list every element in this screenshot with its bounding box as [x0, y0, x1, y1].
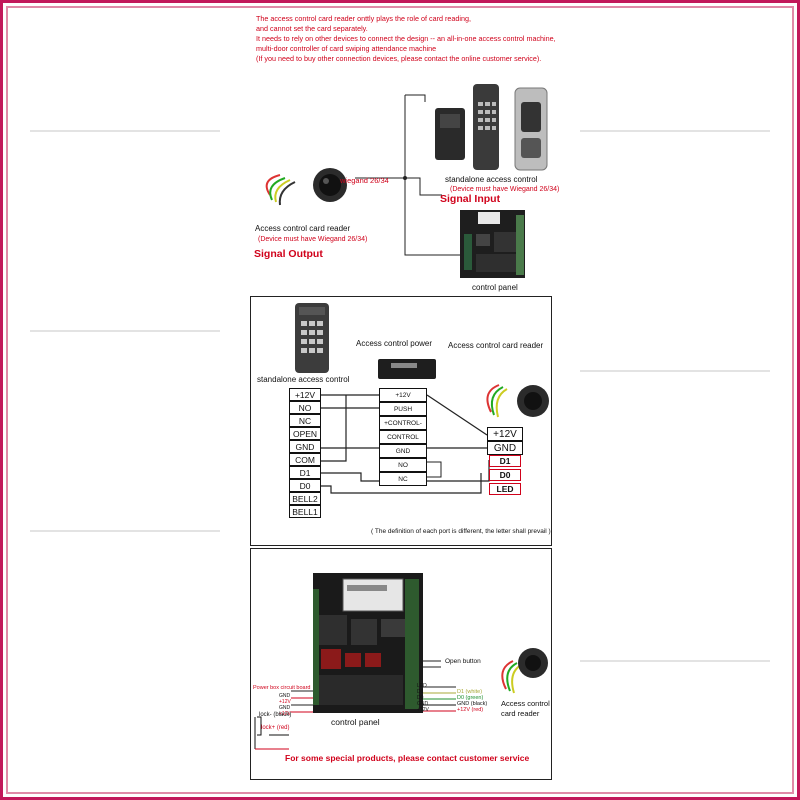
reader-wire-gnd: GND (black) — [457, 701, 488, 707]
reader-terminal-gnd: GND — [487, 441, 523, 455]
power-box-pin-1: GND — [279, 693, 291, 699]
standalone-terminal-com: COM — [289, 453, 321, 466]
lock-black-label: lock- (black) — [259, 712, 292, 718]
signal-output-label: Signal Output — [254, 248, 323, 260]
note-line-1: The access control card reader onttly pl… — [256, 14, 471, 23]
card-reader-image-3 — [501, 648, 548, 694]
control-panel-label: control panel — [472, 283, 518, 292]
lock-red-label: lock+ (red) — [261, 725, 290, 731]
panel-pin-led: LED — [417, 683, 427, 689]
power-terminal-gnd: GND — [379, 444, 427, 458]
port-definition-note: ( The definition of each port is differe… — [371, 528, 551, 535]
standalone-terminal-bell2: BELL2 — [289, 492, 321, 505]
standalone-sublabel: (Device must have Wiegand 26/34) — [450, 186, 560, 193]
standalone-terminal-12v: +12V — [289, 388, 321, 401]
card-reader-image-2 — [486, 384, 549, 418]
watermark-bar — [580, 130, 770, 132]
standalone-terminal-gnd: GND — [289, 440, 321, 453]
power-wiring-panel: Access control power Access control card… — [250, 296, 552, 546]
power-box-pin-2: +12V — [279, 699, 291, 705]
standalone-terminal-open: OPEN — [289, 427, 321, 440]
reader-sublabel: (Device must have Wiegand 26/34) — [258, 236, 368, 243]
power-terminal-no: NO — [379, 458, 427, 472]
standalone-terminal-no: NO — [289, 401, 321, 414]
controller-board-image — [313, 573, 423, 713]
power-terminal-12v: +12V — [379, 388, 427, 402]
control-panel-board-image — [460, 210, 525, 278]
inner-frame — [6, 6, 794, 794]
power-box-image — [378, 359, 436, 379]
wiegand-overview-panel: The access control card reader onttly pl… — [250, 10, 559, 295]
controller-wiring-panel: Power box circuit board GND +12V GND +12… — [250, 548, 552, 780]
power-box-pin-4: +12V — [279, 711, 291, 717]
middle-wiring-svg — [295, 303, 549, 494]
reader-wire-12v: +12V (red) — [457, 707, 484, 713]
panel-pin-d1: D1 — [417, 689, 424, 695]
bottom-wiring-svg — [254, 573, 548, 750]
standalone-terminal-nc: NC — [289, 414, 321, 427]
footer-note: For some special products, please contac… — [285, 753, 530, 763]
panel-pin-gnd: GND — [417, 701, 429, 707]
note-line-4: multi-door controller of card swiping at… — [256, 44, 437, 53]
power-terminal-nc: NC — [379, 472, 427, 486]
wiegand-label: wiegand 26/34 — [340, 176, 389, 185]
watermark-bar — [30, 130, 220, 132]
panel-pin-d0: D0 — [417, 695, 424, 701]
power-box-pin-3: GND — [279, 705, 291, 711]
power-label: Access control power — [356, 339, 433, 348]
standalone-terminal-d0: D0 — [289, 479, 321, 492]
standalone-devices-image — [435, 84, 548, 171]
reader-terminal-d1: D1 — [489, 455, 521, 467]
power-terminal-control-pm: +CONTROL- — [379, 416, 427, 430]
note-line-5: (If you need to buy other connection dev… — [256, 54, 542, 63]
top-wiring-svg — [265, 84, 548, 278]
watermark-bar — [30, 530, 220, 532]
watermark-bar — [580, 660, 770, 662]
reader-terminal-led: LED — [489, 483, 521, 495]
standalone-terminal-d1: D1 — [289, 466, 321, 479]
reader-label-bottom: Access control card reader — [501, 699, 550, 718]
reader-wire-d0: D0 (green) — [457, 695, 484, 701]
signal-input-label: Signal Input — [440, 193, 501, 205]
power-box-label: Power box circuit board — [253, 685, 311, 691]
watermark-bar — [30, 330, 220, 332]
reader-label-middle: Access control card reader — [448, 341, 544, 350]
control-panel-label-bottom: control panel — [331, 717, 380, 727]
standalone-label-middle: standalone access control — [257, 375, 350, 384]
watermark-bar — [580, 370, 770, 372]
standalone-label: standalone access control — [445, 175, 538, 184]
power-terminal-push: PUSH — [379, 402, 427, 416]
standalone-keypad-image — [295, 303, 329, 373]
panel-pin-12v: +12V — [417, 707, 429, 713]
note-line-3: It needs to rely on other devices to con… — [256, 34, 556, 43]
reader-label: Access control card reader — [255, 224, 351, 233]
power-terminal-control: CONTROL — [379, 430, 427, 444]
reader-terminal-d0: D0 — [489, 469, 521, 481]
card-reader-image — [265, 168, 347, 206]
reader-wire-d1: D1 (white) — [457, 689, 483, 695]
standalone-terminal-bell1: BELL1 — [289, 505, 321, 518]
note-line-2: and cannot set the card separately. — [256, 24, 368, 33]
reader-terminal-12v: +12V — [487, 427, 523, 441]
open-button-label: Open button — [445, 658, 481, 665]
